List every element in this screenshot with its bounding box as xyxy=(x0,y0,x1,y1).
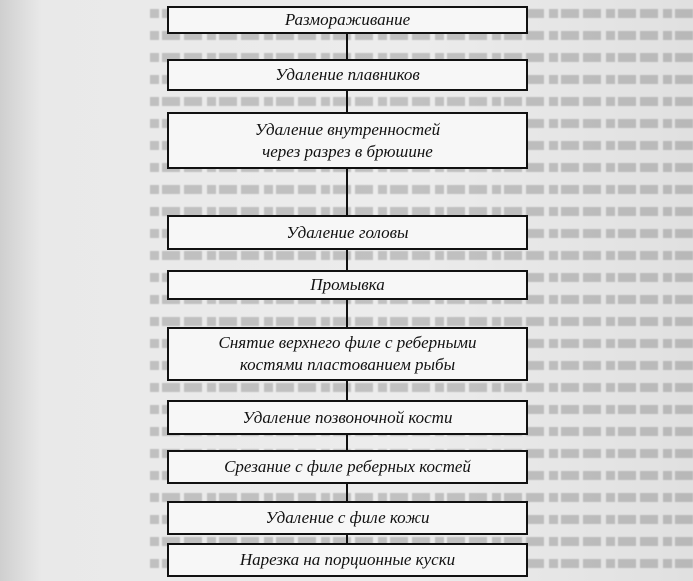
flow-step-washing: Промывка xyxy=(167,270,528,300)
flow-step-upper-fillet-removal: Снятие верхнего филе с реберными костями… xyxy=(167,327,528,381)
flow-step-label: Удаление с филе кожи xyxy=(265,508,430,527)
flow-step-head-removal: Удаление головы xyxy=(167,215,528,250)
flow-step-label: Снятие верхнего филе с реберными костями… xyxy=(218,333,477,374)
flow-step-label: Удаление плавников xyxy=(275,65,420,84)
flow-step-label: Нарезка на порционные куски xyxy=(239,550,456,569)
flow-step-label: Удаление головы xyxy=(286,222,409,242)
flow-connector xyxy=(346,34,348,59)
flow-connector xyxy=(346,535,348,543)
background-text-line xyxy=(150,178,693,200)
flow-step-portioning: Нарезка на порционные куски xyxy=(167,543,528,577)
background-text-line xyxy=(150,376,693,398)
flow-step-gutting: Удаление внутренностей через разрез в бр… xyxy=(167,112,528,169)
background-text-line xyxy=(150,310,693,332)
flow-step-label: Промывка xyxy=(310,275,385,294)
flow-connector xyxy=(346,435,348,450)
flow-step-rib-bone-cutting: Срезание с филе реберных костей xyxy=(167,450,528,484)
flow-step-spine-removal: Удаление позвоночной кости xyxy=(167,400,528,435)
flow-step-label: Удаление внутренностей через разрез в бр… xyxy=(254,119,441,161)
flow-connector xyxy=(346,169,348,215)
flow-connector xyxy=(346,381,348,400)
flow-step-label: Размораживание xyxy=(284,10,411,29)
background-text-line xyxy=(150,90,693,112)
flow-step-label: Удаление позвоночной кости xyxy=(242,407,453,427)
flow-step-skin-removal: Удаление с филе кожи xyxy=(167,501,528,535)
flow-connector xyxy=(346,484,348,501)
flow-connector xyxy=(346,250,348,270)
flow-step-defrosting: Размораживание xyxy=(167,6,528,34)
flow-step-label: Срезание с филе реберных костей xyxy=(224,457,471,476)
flow-step-fin-removal: Удаление плавников xyxy=(167,59,528,91)
flow-connector xyxy=(346,91,348,112)
flow-connector xyxy=(346,300,348,327)
